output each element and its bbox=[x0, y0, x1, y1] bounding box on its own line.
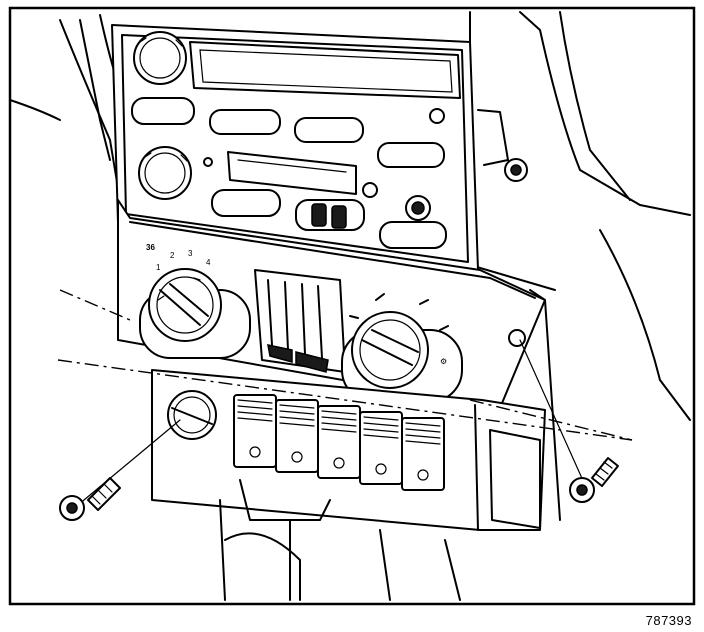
control-switch-panel bbox=[151, 369, 546, 531]
svg-text:⚙: ⚙ bbox=[440, 357, 447, 366]
fan-speed-knob bbox=[139, 268, 251, 359]
rocker-switches bbox=[233, 394, 445, 491]
fan-speed-scale: 36 1 2 3 4 bbox=[146, 243, 211, 272]
fan-speed-label-1: 1 bbox=[156, 263, 161, 272]
center-air-vent bbox=[254, 269, 346, 373]
fan-speed-label-2: 2 bbox=[170, 251, 175, 260]
removal-direction-outline bbox=[57, 289, 633, 441]
rocker-switch bbox=[233, 394, 277, 468]
screw-right bbox=[519, 339, 619, 503]
svg-text:36: 36 bbox=[146, 243, 155, 252]
fan-speed-label-4: 4 bbox=[206, 258, 211, 267]
lower-console bbox=[219, 479, 461, 601]
hvac-control-head: 36 1 2 3 4 ⚙ bbox=[117, 199, 546, 409]
rocker-switch bbox=[317, 405, 361, 479]
rocker-switch bbox=[275, 399, 319, 473]
figure-reference-number: 787393 bbox=[645, 613, 692, 628]
mode-knob: ⚙ bbox=[341, 293, 463, 403]
rocker-switch bbox=[359, 411, 403, 485]
fan-speed-label-3: 3 bbox=[188, 249, 193, 258]
figure-frame bbox=[8, 6, 696, 606]
rocker-switch bbox=[401, 417, 445, 491]
screw-left bbox=[59, 419, 181, 521]
